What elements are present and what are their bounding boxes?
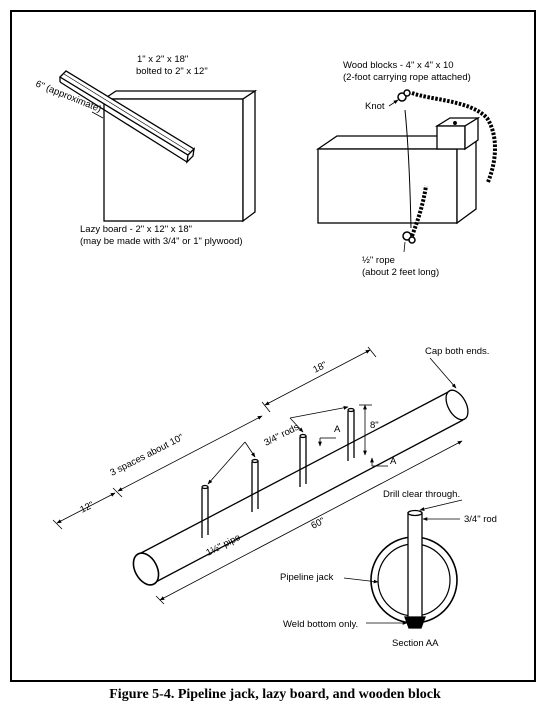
wood-block-diagram	[315, 89, 497, 253]
section-aa-diagram	[343, 499, 463, 629]
dim-8: 8"	[370, 420, 379, 431]
wood-block-label-1: Wood blocks - 4" x 4" x 10	[343, 60, 454, 71]
weld	[404, 616, 426, 629]
carrying-rope	[404, 109, 412, 229]
rod	[251, 458, 259, 512]
rod	[201, 484, 209, 538]
pipeline-jack-label: Pipeline jack	[280, 572, 334, 583]
rods	[201, 407, 355, 538]
rope-label-1: ½" rope	[362, 255, 395, 266]
lazy-board-diagram	[58, 70, 258, 223]
lazy-board-label-2: (may be made with 3/4" or 1" plywood)	[80, 236, 243, 247]
lazy-board	[101, 90, 258, 100]
weld-label: Weld bottom only.	[283, 619, 358, 630]
drill-label: Drill clear through.	[383, 489, 460, 500]
section-rod-label: 3/4" rod	[464, 514, 497, 525]
lazy-board-top-bar	[58, 70, 196, 164]
section-rod	[407, 512, 423, 623]
pipeline-jack-diagram	[52, 346, 469, 605]
pipe-label: 1½" pipe	[204, 532, 242, 559]
lazy-board-bar-label-2: bolted to 2" x 12"	[136, 66, 208, 77]
figure-frame	[10, 10, 536, 682]
section-aa-title: Section AA	[392, 638, 439, 649]
cap-label: Cap both ends.	[425, 346, 489, 357]
rod	[347, 407, 355, 461]
lazy-board-label-1: Lazy board - 2" x 12" x 18"	[80, 224, 192, 235]
lazy-board-bar-label-1: 1" x 2" x 18"	[137, 54, 188, 65]
figure-caption: Figure 5-4. Pipeline jack, lazy board, a…	[109, 687, 441, 702]
rod	[299, 433, 307, 487]
wood-block	[317, 148, 458, 224]
rope-label-2: (about 2 feet long)	[362, 267, 439, 278]
dim-60: 60"	[309, 516, 326, 532]
spaces-label: 3 spaces about 10"	[108, 432, 185, 479]
dim-12: 12"	[78, 500, 95, 516]
pipe-end-cap	[132, 552, 160, 586]
section-marker-a1: A	[334, 424, 341, 435]
section-marker-a2: A	[390, 456, 397, 467]
wood-block-label-2: (2-foot carrying rope attached)	[343, 72, 471, 83]
knot-label: Knot	[365, 101, 385, 112]
rods-label: 3/4" rods	[262, 422, 301, 449]
